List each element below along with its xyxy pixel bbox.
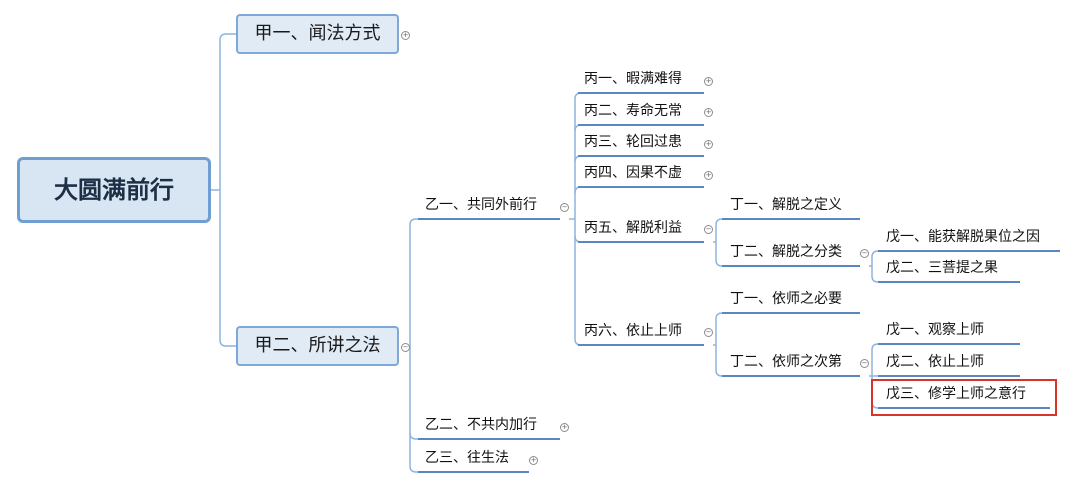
node-jia2[interactable]: 甲二、所讲之法 [236, 326, 399, 366]
node-wu1-a[interactable]: 戊一、能获解脱果位之因 [886, 229, 1040, 245]
collapse-toggle-icon[interactable]: − [860, 359, 869, 368]
connector-line [219, 339, 236, 347]
connector-line [715, 218, 723, 226]
connector-line [871, 250, 879, 258]
node-ding1-a[interactable]: 丁一、解脱之定义 [730, 197, 842, 213]
collapse-toggle-icon[interactable]: − [704, 328, 713, 337]
connector-line [715, 312, 723, 320]
node-wu3-b[interactable]: 戊三、修学上师之意行 [886, 386, 1026, 402]
node-wu1-b[interactable]: 戊一、观察上师 [886, 322, 984, 338]
collapse-toggle-icon[interactable]: − [560, 203, 569, 212]
expand-toggle-icon[interactable]: + [704, 108, 713, 117]
node-bing2[interactable]: 丙二、寿命无常 [584, 103, 682, 119]
highlight-box [871, 379, 1057, 416]
connector-line [715, 259, 723, 267]
connector-line [409, 218, 418, 226]
node-yi1[interactable]: 乙一、共同外前行 [425, 197, 537, 213]
connector-line [409, 465, 418, 473]
connector-line [219, 33, 236, 41]
expand-toggle-icon[interactable]: + [704, 77, 713, 86]
expand-toggle-icon[interactable]: + [704, 140, 713, 149]
collapse-toggle-icon[interactable]: − [860, 249, 869, 258]
node-jia1[interactable]: 甲一、闻法方式 [236, 14, 399, 54]
node-bing3[interactable]: 丙三、轮回过患 [584, 134, 682, 150]
collapse-toggle-icon[interactable]: − [401, 343, 410, 352]
node-ding2-b[interactable]: 丁二、依师之次第 [730, 354, 842, 370]
expand-toggle-icon[interactable]: + [401, 31, 410, 40]
node-wu2-b[interactable]: 戊二、依止上师 [886, 354, 984, 370]
connector-line [715, 369, 723, 377]
node-ding2-a[interactable]: 丁二、解脱之分类 [730, 244, 842, 260]
node-bing6[interactable]: 丙六、依止上师 [584, 323, 682, 339]
connector-line [409, 432, 418, 440]
node-ding1-b[interactable]: 丁一、依师之必要 [730, 291, 842, 307]
node-bing4[interactable]: 丙四、因果不虚 [584, 165, 682, 181]
node-bing5[interactable]: 丙五、解脱利益 [584, 220, 682, 236]
expand-toggle-icon[interactable]: + [529, 456, 538, 465]
node-wu2-a[interactable]: 戊二、三菩提之果 [886, 260, 998, 276]
expand-toggle-icon[interactable]: + [704, 171, 713, 180]
expand-toggle-icon[interactable]: + [560, 423, 569, 432]
node-yi2[interactable]: 乙二、不共内加行 [425, 417, 537, 433]
root-node[interactable]: 大圆满前行 [17, 157, 211, 223]
collapse-toggle-icon[interactable]: − [704, 225, 713, 234]
node-bing1[interactable]: 丙一、暇满难得 [584, 71, 682, 87]
connector-line [871, 343, 879, 351]
connector-line [871, 275, 879, 283]
node-yi3[interactable]: 乙三、往生法 [425, 450, 509, 466]
